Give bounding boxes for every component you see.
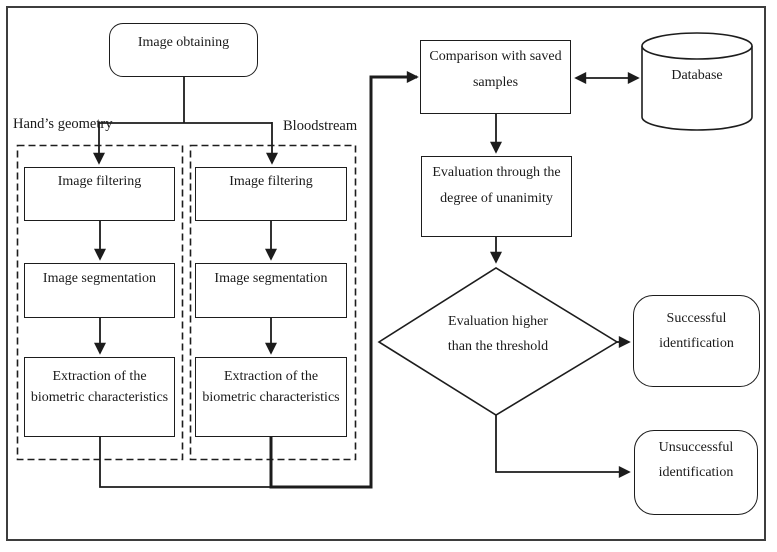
image-obtaining-node: Image obtaining (109, 23, 258, 77)
comparison-label-line1: Comparison with saved (429, 48, 562, 64)
right-image-filtering-node: Image filtering (195, 167, 347, 221)
unsuccessful-label-line2: identification (658, 464, 734, 480)
comparison-label-line2: samples (472, 74, 519, 90)
left-image-filtering-label: Image filtering (57, 174, 142, 189)
database-cylinder (641, 32, 753, 131)
left-image-segmentation-node: Image segmentation (24, 263, 175, 318)
arrow-decision-to-unsuccessful (495, 415, 631, 478)
database-label: Database (671, 68, 723, 83)
right-extraction-node: Extraction of the biometric characterist… (195, 357, 347, 437)
line-left-extraction-merge (99, 437, 271, 488)
successful-label-line1: Successful (666, 310, 727, 326)
left-extraction-label-line2: biometric characteristics (30, 390, 169, 405)
left-image-segmentation-label: Image segmentation (42, 270, 157, 286)
image-obtaining-label: Image obtaining (137, 35, 230, 50)
line-extraction-to-comparison (269, 71, 419, 489)
decision-label-line2: than the threshold (447, 339, 549, 354)
diagram-border (6, 6, 766, 541)
right-image-segmentation-node: Image segmentation (195, 263, 347, 318)
successful-identification-node: Successful identification (633, 295, 760, 387)
left-extraction-node: Extraction of the biometric characterist… (24, 357, 175, 437)
right-image-filtering-label: Image filtering (229, 174, 313, 189)
comparison-node: Comparison with saved samples (420, 40, 571, 114)
right-extraction-label-line1: Extraction of the (223, 369, 319, 384)
successful-label-line2: identification (659, 335, 734, 351)
evaluation-label-line2: degree of unanimity (440, 190, 553, 206)
right-extraction-label-line2: biometric characteristics (202, 390, 340, 405)
decision-diamond (377, 267, 619, 416)
bloodstream-branch-label: Bloodstream (283, 118, 358, 134)
hand-geometry-branch-label: Hand’s geometry (13, 116, 113, 132)
bloodstream-dashed-box (189, 144, 357, 461)
evaluation-node: Evaluation through the degree of unanimi… (421, 156, 572, 237)
evaluation-label-line1: Evaluation through the (432, 164, 561, 180)
right-image-segmentation-label: Image segmentation (214, 270, 328, 286)
left-image-filtering-node: Image filtering (24, 167, 175, 221)
unsuccessful-identification-node: Unsuccessful identification (634, 430, 758, 515)
decision-label-line1: Evaluation higher (448, 314, 548, 329)
decision-label: Evaluation higher than the threshold (396, 306, 600, 362)
unsuccessful-label-line1: Unsuccessful (658, 439, 734, 455)
left-extraction-label-line1: Extraction of the (52, 369, 147, 384)
